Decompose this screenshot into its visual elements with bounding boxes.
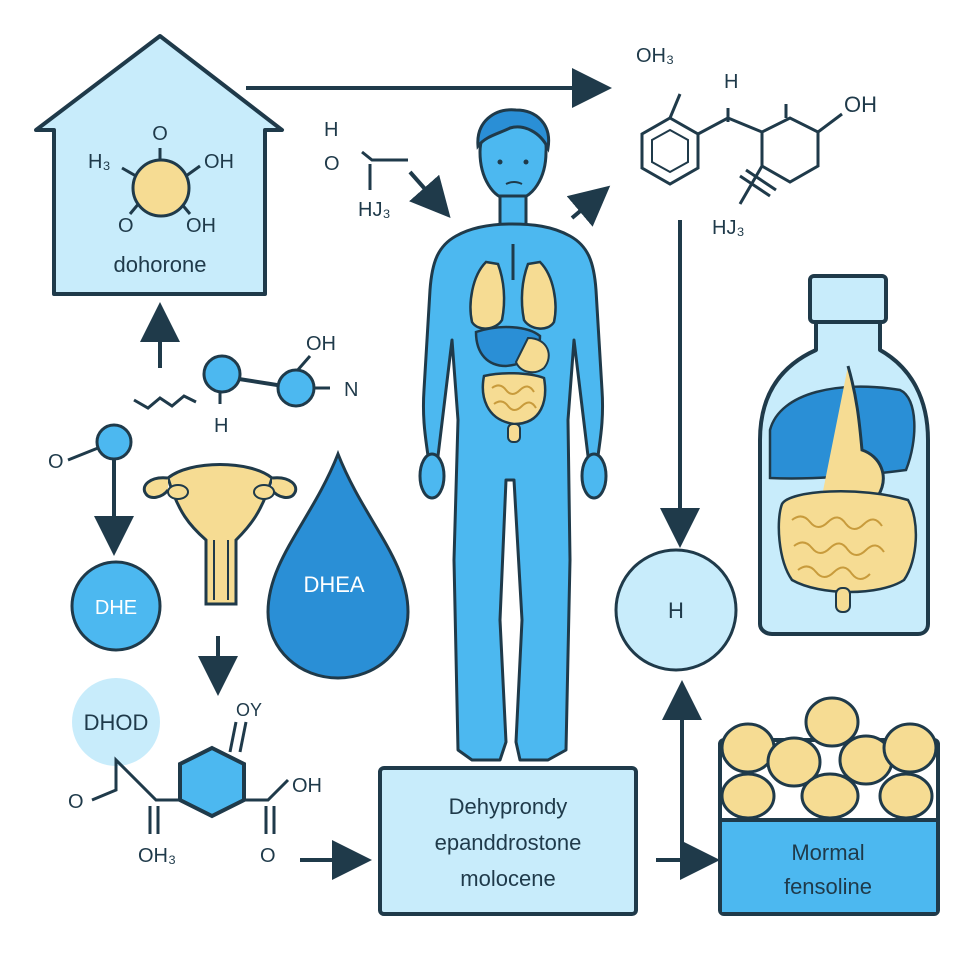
dhod-label: DHOD <box>84 710 149 735</box>
fragment-h: H <box>324 119 338 141</box>
dhod-molecule: DHOD OY O OH O OH₃ <box>68 678 322 867</box>
bottle-organs <box>758 274 930 636</box>
dhe-circle: DHE <box>70 560 162 652</box>
house-atom-right: OH <box>204 151 234 173</box>
top-molecule-oh: OH <box>844 92 877 117</box>
fat-box-line1: Mormal <box>791 840 864 865</box>
top-molecule-oh3: OH₃ <box>636 45 674 67</box>
dhod-oh: OH <box>292 775 322 797</box>
center-info-box: Dehyprondy epanddrostone molocene <box>378 766 638 916</box>
fat-box-line2: fensoline <box>784 874 872 899</box>
top-right-molecule: OH₃ H OH HJ₃ <box>636 45 877 239</box>
fragment-o: O <box>324 153 340 175</box>
h-circle: H <box>614 548 738 672</box>
top-molecule-hj: HJ₃ <box>712 217 745 239</box>
dhod-o-bottom: O <box>260 845 276 867</box>
house-atom-top: O <box>152 123 168 145</box>
fragment-hj: HJ₃ <box>358 199 391 221</box>
dhea-drop: DHEA <box>266 449 410 680</box>
arrow-fragment-to-body <box>408 170 451 218</box>
top-molecule-h: H <box>724 71 738 93</box>
dhod-oh3: OH₃ <box>138 845 176 867</box>
house-dohorone: O H₃ OH O OH dohorone <box>34 34 284 296</box>
dhod-o-left: O <box>68 791 84 813</box>
top-fragment: H O HJ₃ <box>324 119 451 221</box>
ball-stick-molecule: OH N H <box>133 333 358 437</box>
house-atom-bottom-left: O <box>118 215 134 237</box>
house-label: dohorone <box>114 252 207 277</box>
dhe-circle-label: DHE <box>95 597 137 619</box>
dhea-drop-label: DHEA <box>303 572 364 597</box>
left-atom-o: O <box>48 451 64 473</box>
dohorone-atom-sphere <box>131 158 191 218</box>
fat-cells-box: Mormal fensoline <box>718 696 940 916</box>
house-atom-bottom-right: OH <box>186 215 216 237</box>
ball-stick-oh: OH <box>306 333 336 355</box>
ball-stick-n: N <box>344 379 358 401</box>
dhod-top-label: OY <box>236 700 262 720</box>
h-circle-label: H <box>668 598 684 623</box>
center-box-line3: molocene <box>460 866 555 891</box>
center-box-line2: epanddrostone <box>435 830 582 855</box>
house-atom-left: H₃ <box>88 151 111 173</box>
arrow-body-to-top-molecule <box>566 185 611 227</box>
left-atom-chain: O <box>48 423 134 556</box>
center-box-line1: Dehyprondy <box>449 794 568 819</box>
human-body-figure <box>418 108 608 762</box>
ball-stick-h: H <box>214 415 228 437</box>
uterus-icon <box>142 463 298 606</box>
